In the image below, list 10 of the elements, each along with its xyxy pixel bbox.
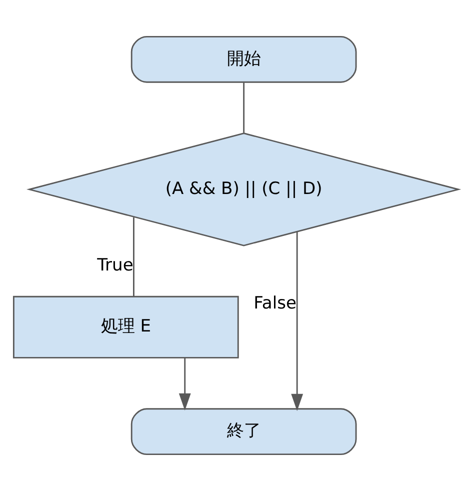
connector <box>133 217 134 296</box>
node-diamond: (A && B) || (C || D) <box>26 132 462 246</box>
edge-label: True <box>97 256 134 276</box>
connector <box>243 82 245 133</box>
node-box: 処理 E <box>12 296 239 358</box>
node-box: 開始 <box>130 36 357 83</box>
arrow <box>291 232 304 411</box>
edge-label: False <box>254 293 296 314</box>
arrow <box>178 358 191 410</box>
node-box: 終了 <box>130 408 357 456</box>
